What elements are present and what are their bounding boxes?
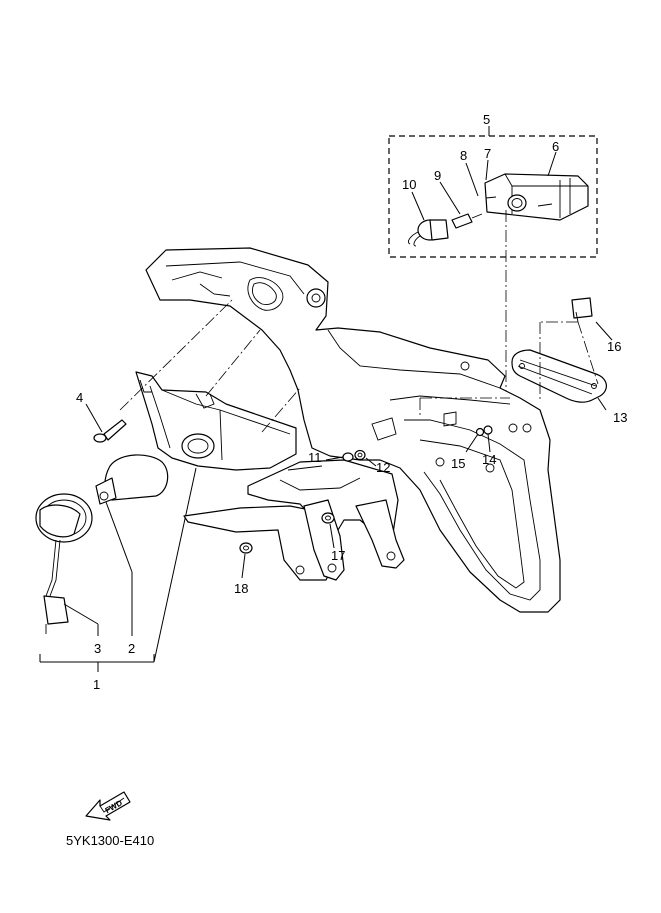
license-socket <box>407 219 449 247</box>
part-label-6: 6 <box>552 139 559 154</box>
license-bulb <box>451 213 483 229</box>
fwd-arrow-icon: FWD <box>85 791 131 821</box>
part-label-8: 8 <box>460 148 467 163</box>
washer-12 <box>354 449 366 461</box>
part-label-15: 15 <box>451 456 465 471</box>
part-label-11: 11 <box>308 450 322 465</box>
part-label-14: 14 <box>482 452 496 467</box>
tail-bulb <box>95 454 169 505</box>
part-label-3: 3 <box>94 641 101 656</box>
part-label-7: 7 <box>484 146 491 161</box>
part-label-12: 12 <box>376 460 390 475</box>
nut-15 <box>475 427 485 437</box>
license-light-assembly-box <box>388 135 598 258</box>
nut-17 <box>321 512 335 524</box>
part-label-10: 10 <box>402 177 416 192</box>
tail-light-housing <box>135 371 297 471</box>
part-label-13: 13 <box>613 410 627 425</box>
part-label-9: 9 <box>434 168 441 183</box>
screw-16 <box>571 297 593 323</box>
nut-18 <box>239 542 253 554</box>
license-lens <box>511 349 607 403</box>
lower-bracket <box>183 459 405 581</box>
part-label-17: 17 <box>331 548 345 563</box>
rear-fender <box>145 247 561 613</box>
nut-14 <box>483 425 493 435</box>
part-label-5: 5 <box>483 112 490 127</box>
license-light-housing <box>484 173 589 221</box>
part-label-4: 4 <box>76 390 83 405</box>
part-label-18: 18 <box>234 581 248 596</box>
nut-11 <box>342 452 354 462</box>
part-label-16: 16 <box>607 339 621 354</box>
tail-socket <box>35 493 93 634</box>
diagram-code: 5YK1300-E410 <box>66 833 154 848</box>
part-label-1: 1 <box>93 677 100 692</box>
part-label-2: 2 <box>128 641 135 656</box>
screw-4 <box>93 419 127 443</box>
